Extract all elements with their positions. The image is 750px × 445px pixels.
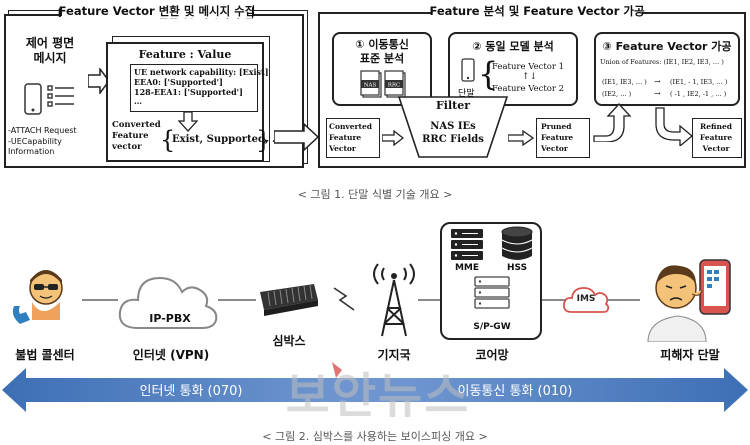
left-panel-title-bg bbox=[62, 4, 252, 18]
arrow-down-curve bbox=[655, 107, 694, 146]
step3-arrow-2: → bbox=[654, 89, 661, 98]
fv-line-1: UE network capability: [Exist] bbox=[134, 67, 269, 77]
simbox-icon bbox=[260, 284, 318, 316]
simbox-label: 심박스 bbox=[272, 334, 306, 348]
converted-value: Exist, Supported, … bbox=[172, 134, 282, 145]
filter-items: NAS IEs RRC Fields bbox=[422, 121, 484, 145]
wireless-bolt-icon bbox=[333, 287, 355, 311]
converted-fv-box: Converted Feature Vector bbox=[326, 118, 380, 158]
watermark: 보안뉴스 bbox=[285, 368, 471, 424]
fv-line-2: EEA0: ['Supported'] bbox=[134, 77, 223, 87]
phone-checklist-icon bbox=[24, 83, 74, 115]
victim-icon bbox=[647, 259, 731, 342]
tower-icon bbox=[373, 263, 415, 337]
step3-row-in-1: (IE1, IE3, … ) bbox=[602, 78, 647, 86]
right-panel-title-bg bbox=[432, 5, 642, 19]
hss-database-icon bbox=[501, 226, 533, 260]
arrow-up-curve bbox=[593, 103, 632, 142]
figure-2-caption: < 그림 2. 심박스를 사용하는 보이스피싱 개요 > bbox=[262, 430, 488, 443]
fv-line-4: … bbox=[134, 96, 142, 106]
document-icons: NAS RRC bbox=[360, 70, 406, 98]
base-station-label: 기지국 bbox=[377, 348, 411, 362]
victim-label: 피해자 단말 bbox=[660, 348, 720, 362]
cloud-icon bbox=[118, 276, 218, 329]
msg-item-uecapability: -UECapability Information bbox=[8, 137, 62, 156]
internet-label: 인터넷 (VPN) bbox=[132, 348, 210, 362]
step2-box: ② 동일 모델 분석 단말 { Feature Vector 1 ↑↓ Feat… bbox=[448, 32, 578, 106]
converted-label: Converted Feature vector bbox=[112, 120, 161, 152]
ip-pbx-label: IP-PBX bbox=[149, 312, 191, 325]
step2-device-label: 단말 bbox=[458, 89, 475, 99]
refined-fv-box: Refined Feature Vector bbox=[692, 118, 742, 158]
spgw-label: S/P-GW bbox=[473, 322, 511, 332]
right-panel-title: Feature 분석 및 Feature Vector 가공 bbox=[429, 4, 645, 18]
device-icon bbox=[461, 58, 475, 82]
step3-row-out-2: ( -1 , IE2, -1 , … ) bbox=[670, 90, 727, 98]
step3-row-in-2: (IE2, … ) bbox=[602, 90, 632, 98]
step3-arrow-1: → bbox=[654, 77, 661, 86]
converted-brace-right: } bbox=[256, 126, 272, 154]
hss-label: HSS bbox=[506, 263, 528, 273]
mme-label: MME bbox=[454, 263, 480, 273]
pruned-fv-box: Pruned Feature Vector bbox=[536, 118, 590, 158]
fv-inner-box: UE network capability: [Exist] EEA0: ['S… bbox=[130, 64, 269, 112]
arrow-to-filter bbox=[382, 130, 404, 146]
connector-lines bbox=[82, 287, 640, 311]
figure-1-caption: < 그림 1. 단말 식별 기술 개요 > bbox=[297, 188, 453, 201]
doc-nas-label: NAS bbox=[364, 83, 377, 89]
converted-brace-left: { bbox=[160, 126, 176, 154]
pruned-fv-label: Pruned Feature Vector bbox=[541, 122, 574, 153]
fv-box: Feature : Value UE network capability: [… bbox=[106, 42, 282, 162]
arrow-down-icon bbox=[178, 112, 198, 132]
internet-call-label: 인터넷 통화 (070) bbox=[139, 384, 243, 399]
control-plane-message-label: 제어 평면 메시지 bbox=[25, 36, 75, 65]
step2-title: ② 동일 모델 분석 bbox=[472, 40, 554, 53]
refined-fv-label: Refined Feature Vector bbox=[699, 122, 733, 153]
figure-1: Feature Vector 변환 및 메시지 수집 Feature Vecto… bbox=[2, 2, 748, 170]
core-label: 코어망 bbox=[475, 348, 509, 362]
arrow-msg-to-fv bbox=[88, 68, 110, 94]
step2-fv2: Feature Vector 2 bbox=[492, 84, 565, 94]
mobile-call-label: 이동통신 통화 (010) bbox=[457, 384, 573, 399]
step1-box: ① 이동통신 표준 분석 NAS RRC bbox=[332, 32, 432, 106]
step3-title: ③ Feature Vector 가공 bbox=[602, 40, 732, 53]
call-path-arrow bbox=[2, 368, 748, 412]
msg-item-attach: -ATTACH Request bbox=[8, 126, 77, 135]
watermark-accent bbox=[332, 362, 342, 378]
ims-label: IMS bbox=[576, 294, 596, 304]
mme-server-icon bbox=[451, 229, 483, 260]
doc-rrc-label: RRC bbox=[388, 83, 401, 89]
left-panel-title-text: Feature Vector 변환 및 메시지 수집 bbox=[58, 4, 256, 18]
step2-brace: { bbox=[478, 55, 499, 93]
converted-fv-label: Converted Feature Vector bbox=[329, 122, 372, 153]
arrow-left-to-right-panel bbox=[274, 122, 320, 152]
spgw-server-icon bbox=[474, 276, 510, 309]
arrow-to-pruned bbox=[508, 130, 534, 146]
fv-header: Feature : Value bbox=[138, 48, 232, 61]
step3-box: ③ Feature Vector 가공 Union of Features: (… bbox=[594, 32, 740, 106]
operator-icon bbox=[12, 270, 63, 324]
fv-line-3: 128-EEA1: ['Supported'] bbox=[134, 87, 243, 97]
ims-cloud-icon bbox=[563, 287, 610, 313]
step1-title: ① 이동통신 표준 분석 bbox=[355, 38, 409, 65]
step2-fv1: Feature Vector 1 bbox=[492, 62, 565, 72]
step2-swap-icon: ↑↓ bbox=[522, 72, 538, 82]
step3-union: Union of Features: (IE1, IE2, IE3, … ) bbox=[600, 58, 724, 66]
call-center-label: 불법 콜센터 bbox=[15, 348, 75, 362]
filter-funnel bbox=[398, 96, 508, 158]
step3-row-out-1: (IE1, - 1, IE3, … ) bbox=[670, 78, 728, 86]
filter-title: Filter bbox=[435, 99, 471, 112]
